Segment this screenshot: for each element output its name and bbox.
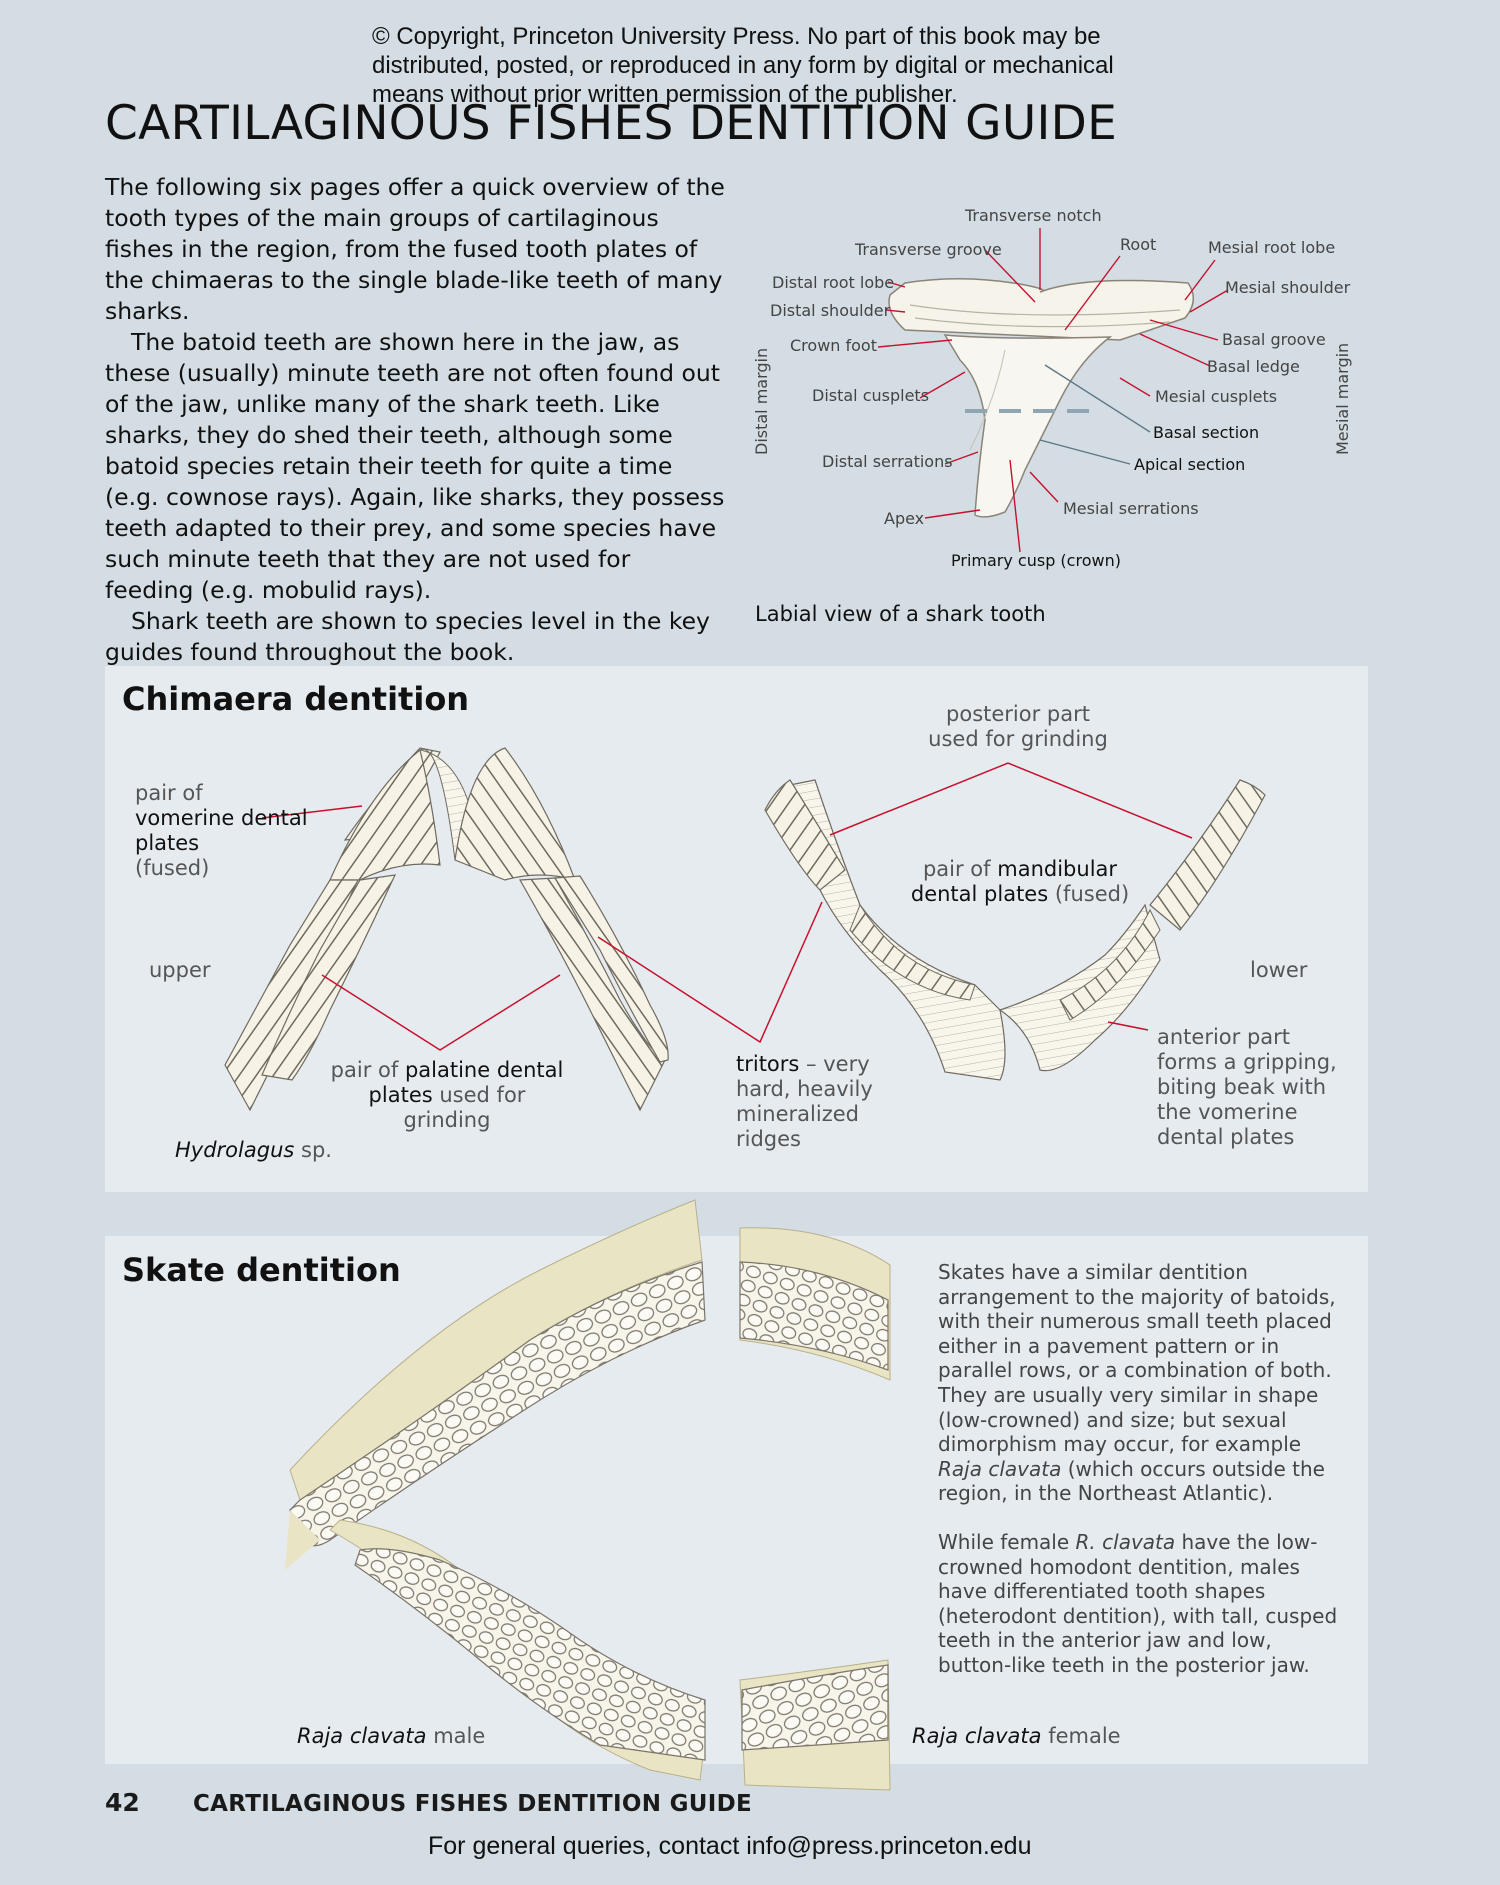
label-crown-foot: Crown foot: [790, 336, 877, 355]
skate-panel-title: Skate dentition: [122, 1251, 401, 1289]
skate-p2-species: R. clavata: [1075, 1529, 1176, 1554]
label-palatine-plates: pair of palatine dental plates used for …: [322, 1058, 572, 1133]
skate-female-sex: female: [1048, 1724, 1121, 1748]
page-number: 42: [105, 1788, 140, 1817]
label-posterior-part: posterior part used for grinding: [928, 702, 1108, 751]
intro-paragraph-2: The batoid teeth are shown here in the j…: [105, 328, 725, 604]
label-basal-ledge: Basal ledge: [1207, 357, 1300, 376]
page-title: CARTILAGINOUS FISHES DENTITION GUIDE: [105, 96, 1118, 151]
label-lower: lower: [1250, 958, 1308, 982]
tooth-diagram-caption: Labial view of a shark tooth: [755, 602, 1046, 626]
skate-paragraph-2: While female R. clavata have the low-cro…: [938, 1530, 1348, 1678]
label-primary-cusp: Primary cusp (crown): [951, 551, 1121, 570]
label-skate-male: Raja clavata male: [297, 1724, 485, 1749]
chimaera-species-name: Hydrolagus: [175, 1138, 295, 1162]
chimaera-panel-title: Chimaera dentition: [122, 680, 470, 718]
running-title: CARTILAGINOUS FISHES DENTITION GUIDE: [193, 1791, 752, 1817]
label-skate-female: Raja clavata female: [912, 1724, 1121, 1749]
label-mesial-margin: Mesial margin: [1333, 342, 1352, 455]
label-apex: Apex: [884, 509, 925, 528]
label-basal-groove: Basal groove: [1222, 330, 1326, 349]
label-basal-section: Basal section: [1153, 423, 1260, 442]
label-mesial-root-lobe: Mesial root lobe: [1208, 238, 1336, 257]
label-vomerine-suffix: (fused): [135, 856, 210, 880]
intro-text: The following six pages offer a quick ov…: [105, 172, 725, 668]
skate-p2-text-a: While female: [938, 1529, 1070, 1554]
label-root: Root: [1120, 235, 1157, 254]
label-anterior-part: anterior part forms a gripping, biting b…: [1157, 1025, 1337, 1149]
label-transverse-groove: Transverse groove: [855, 240, 1002, 259]
copyright-notice: © Copyright, Princeton University Press.…: [372, 23, 1114, 108]
label-distal-margin: Distal margin: [752, 347, 771, 455]
intro-paragraph-3: Shark teeth are shown to species level i…: [105, 607, 710, 666]
label-distal-serrations: Distal serrations: [822, 452, 953, 471]
skate-male-species: Raja clavata: [297, 1724, 427, 1748]
label-mandibular-suffix: (fused): [1054, 882, 1130, 906]
skate-paragraph-1: Skates have a similar dentition arrangem…: [938, 1260, 1348, 1506]
label-mesial-serrations: Mesial serrations: [1063, 499, 1199, 518]
skate-p1-text-b: (which occurs outside the region, in the…: [938, 1456, 1325, 1506]
label-tritors-bold: tritors: [736, 1052, 800, 1076]
label-vomerine-prefix: pair of: [135, 781, 203, 805]
intro-paragraph-1: The following six pages offer a quick ov…: [105, 173, 725, 325]
label-distal-cusplets: Distal cusplets: [812, 386, 930, 405]
label-palatine-suffix: used for grinding: [403, 1083, 526, 1132]
label-vomerine-bold: vomerine dental plates: [135, 806, 308, 855]
label-apical-section: Apical section: [1134, 455, 1246, 474]
label-tritors-desc: – very hard, heavily mineralized ridges: [736, 1052, 873, 1151]
label-distal-root-lobe: Distal root lobe: [772, 273, 895, 292]
skate-description: Skates have a similar dentition arrangem…: [938, 1260, 1348, 1678]
label-mesial-cusplets: Mesial cusplets: [1155, 387, 1278, 406]
skate-p1-species: Raja clavata: [938, 1456, 1062, 1481]
label-palatine-prefix: pair of: [330, 1058, 399, 1082]
chimaera-species-suffix: sp.: [301, 1138, 332, 1162]
label-mandibular-prefix: pair of: [922, 857, 991, 881]
label-vomerine-plates: pair of vomerine dental plates (fused): [135, 781, 315, 881]
skate-p1-text-a: Skates have a similar dentition arrangem…: [938, 1260, 1336, 1457]
skate-male-sex: male: [433, 1724, 486, 1748]
contact-line: For general queries, contact info@press.…: [428, 1832, 1032, 1860]
label-upper: upper: [149, 958, 211, 982]
skate-p2-text-b: have the low-crowned homodont dentition,…: [938, 1529, 1338, 1677]
skate-female-species: Raja clavata: [912, 1724, 1042, 1748]
label-tritors: tritors – very hard, heavily mineralized…: [736, 1052, 886, 1152]
label-distal-shoulder: Distal shoulder: [770, 301, 891, 320]
label-mandibular-bold: mandibular dental plates: [910, 857, 1118, 906]
label-chimaera-species: Hydrolagus sp.: [175, 1138, 332, 1163]
label-palatine-bold: palatine dental plates: [368, 1058, 564, 1107]
label-mesial-shoulder: Mesial shoulder: [1225, 278, 1351, 297]
label-transverse-notch: Transverse notch: [965, 206, 1102, 225]
label-mandibular-plates: pair of mandibular dental plates (fused): [905, 857, 1135, 907]
